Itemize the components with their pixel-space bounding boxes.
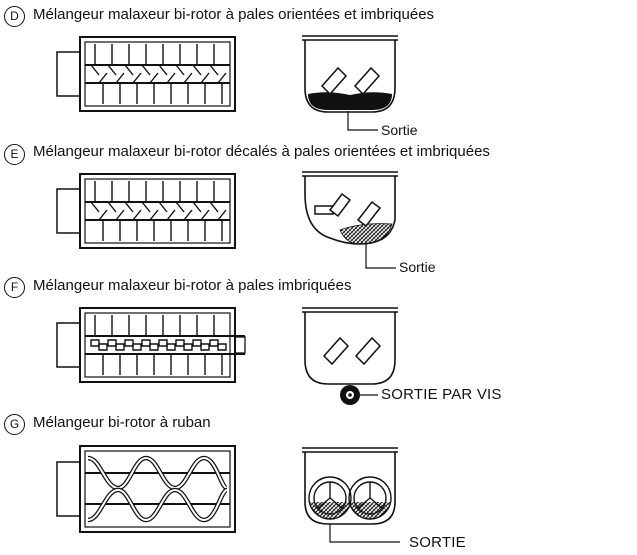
rotor-paddles [314, 192, 382, 228]
mixer-cross-section [302, 171, 398, 269]
section-letter-badge: E [4, 144, 25, 165]
rotor-paddles [320, 66, 381, 96]
section-title: Mélangeur bi-rotor à ruban [33, 414, 211, 431]
mixer-side-view [56, 173, 236, 249]
outlet-label: Sortie [381, 122, 418, 138]
section-letter-badge: G [4, 414, 25, 435]
rotor-paddles [322, 336, 382, 366]
material-fill [308, 92, 392, 110]
mixer-cross-section [302, 35, 398, 131]
ribbon-rotor [308, 476, 392, 520]
mixer-side-view [56, 307, 246, 383]
section-title: Mélangeur malaxeur bi-rotor décalés à pa… [33, 143, 490, 160]
section-letter-badge: D [4, 6, 25, 27]
mixer-cross-section [302, 307, 398, 405]
outlet-label: SORTIE PAR VIS [381, 386, 502, 403]
section-e: E Mélangeur malaxeur bi-rotor décalés à … [0, 138, 637, 275]
section-d: D Mélangeur malaxeur bi-rotor à pales or… [0, 0, 637, 138]
outlet-pointer [347, 111, 378, 131]
mixer-side-view [56, 36, 236, 112]
section-g: G Mélangeur bi-rotor à ruban [0, 414, 637, 553]
mixer-cross-section [302, 447, 400, 543]
ribbon-agitator [87, 455, 229, 523]
mixer-blades [90, 181, 227, 241]
outlet-pointer [329, 524, 400, 543]
section-letter-badge: F [4, 277, 25, 298]
mixer-side-view [56, 445, 236, 533]
section-title: Mélangeur malaxeur bi-rotor à pales orie… [33, 6, 435, 23]
outlet-label: SORTIE [409, 534, 466, 551]
outlet-label: Sortie [399, 259, 436, 275]
section-f: F Mélangeur malaxeur bi-rotor à pales im… [0, 276, 637, 411]
section-title: Mélangeur malaxeur bi-rotor à pales imbr… [33, 277, 352, 294]
mixer-blades [90, 315, 227, 375]
mixer-blades [90, 44, 227, 104]
outlet-pointer [365, 244, 396, 269]
